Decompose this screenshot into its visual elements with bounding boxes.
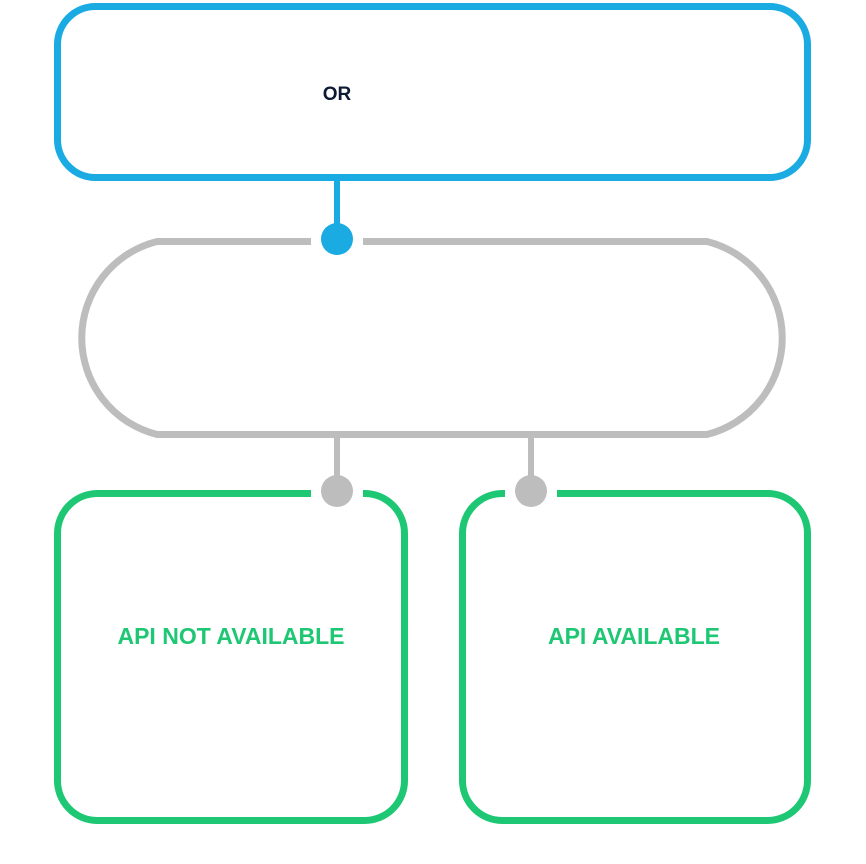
left-node-label: API NOT AVAILABLE (117, 623, 344, 649)
right-node-label: API AVAILABLE (548, 623, 720, 649)
left-connector-dot (321, 475, 353, 507)
group-node-pill (78, 238, 786, 438)
or-connector-dot (321, 223, 353, 255)
or-node-box (54, 3, 811, 181)
or-node-label: OR (323, 84, 352, 105)
left-node-box (53, 489, 409, 825)
right-node-box (458, 489, 812, 825)
right-connector-dot (515, 475, 547, 507)
